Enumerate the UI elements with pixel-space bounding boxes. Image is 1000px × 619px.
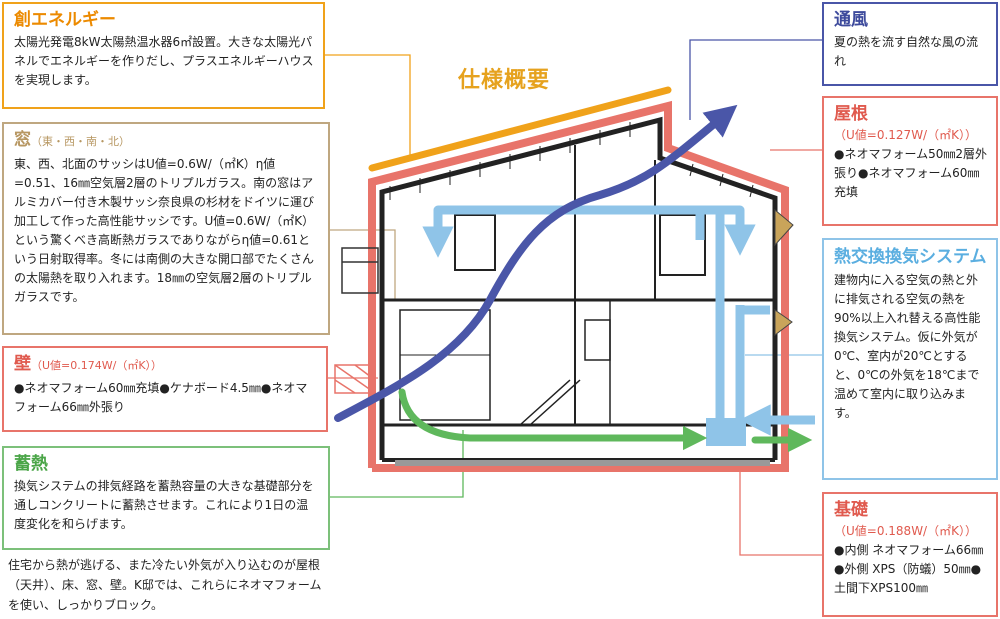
leader-lines [325,39,822,556]
balcony [334,364,376,394]
eave-shade [774,208,794,247]
roof-text: ●ネオマフォーム50㎜2層外張り●ネオマフォーム60㎜充填 [834,147,988,199]
wind-box: 通風 夏の熱を流す自然な風の流れ [822,2,998,86]
roof-heading: 屋根 [834,104,868,124]
eave-shade-lower [774,309,793,337]
wind-text: 夏の熱を流す自然な風の流れ [834,35,979,68]
diagram-title: 仕様概要 [458,68,551,93]
roof-box: 屋根 （U値=0.127W/（㎡K）） ●ネオマフォーム50㎜2層外張り●ネオマ… [822,96,998,226]
wall-heading-sub: （U値=0.174W/（㎡K）） [31,359,163,372]
window-heading: 窓（東・西・南・北） [14,130,320,152]
vent-text: 建物内に入る空気の熱と外に排気される空気の熱を90%以上入れ替える高性能換気シス… [834,273,981,420]
heat-storage-flow [398,388,813,453]
window-heading-sub: （東・西・南・北） [31,135,130,148]
wall-heading: 壁（U値=0.174W/（㎡K）） [14,354,318,376]
heat-heading: 蓄熱 [14,454,48,474]
heat-storage-box: 蓄熱 換気システムの排気経路を蓄熱容量の大きな基礎部分を通しコンクリートに蓄熱さ… [2,446,330,550]
ventilation-box: 熱交換換気システム 建物内に入る空気の熱と外に排気される空気の熱を90%以上入れ… [822,238,998,480]
base-text: ●内側 ネオマフォーム66㎜●外側 XPS（防蟻）50㎜●土間下XPS100㎜ [834,543,984,595]
leader-base [739,470,822,556]
wall-box: 壁（U値=0.174W/（㎡K）） ●ネオマフォーム60㎜充填●ケナボード4.5… [2,346,328,432]
window-box: 窓（東・西・南・北） 東、西、北面のサッシはU値=0.6W/（㎡K）η値=0.5… [2,122,330,335]
wall-text: ●ネオマフォーム60㎜充填●ケナボード4.5㎜●ネオマフォーム66㎜外張り [14,381,308,414]
heat-exchanger-unit [706,418,746,446]
window-heading-text: 窓 [14,130,31,150]
solar-energy-box: 創エネルギー 太陽光発電8kW太陽熱温水器6㎡設置。大きな太陽光パネルでエネルギ… [2,2,325,109]
footnote: 住宅から熱が逃げる、また冷たい外気が入り込むのが屋根（天井）、床、窓、壁。K邸で… [8,558,322,612]
leader-heat [330,430,464,498]
base-unit: （U値=0.188W/（㎡K）） [834,524,977,538]
wind-heading: 通風 [834,10,868,30]
solar-text: 太陽光発電8kW太陽熱温水器6㎡設置。大きな太陽光パネルでエネルギーを作りだし、… [14,35,314,87]
ventilation-ducts [422,205,815,436]
wall-heading-text: 壁 [14,354,31,374]
heat-text: 換気システムの排気経路を蓄熱容量の大きな基礎部分を通しコンクリートに蓄熱させます… [14,479,314,531]
vent-heading: 熱交換換気システム [834,247,987,267]
base-heading: 基礎 [834,500,868,520]
wind-flow-arrow [334,104,738,422]
foundation-slab [395,460,770,466]
solar-panel [368,86,672,172]
foundation-box: 基礎 （U値=0.188W/（㎡K）） ●内側 ネオマフォーム66㎜●外側 XP… [822,492,998,617]
window-text: 東、西、北面のサッシはU値=0.6W/（㎡K）η値=0.51、16㎜空気層2層の… [14,157,315,304]
leader-wind [689,39,822,120]
leader-solar [325,54,411,155]
solar-heading: 創エネルギー [14,10,116,30]
leader-window [330,229,396,300]
roof-unit: （U値=0.127W/（㎡K）） [834,128,977,142]
insulation-envelope [368,100,789,472]
balcony-upper [341,247,379,294]
